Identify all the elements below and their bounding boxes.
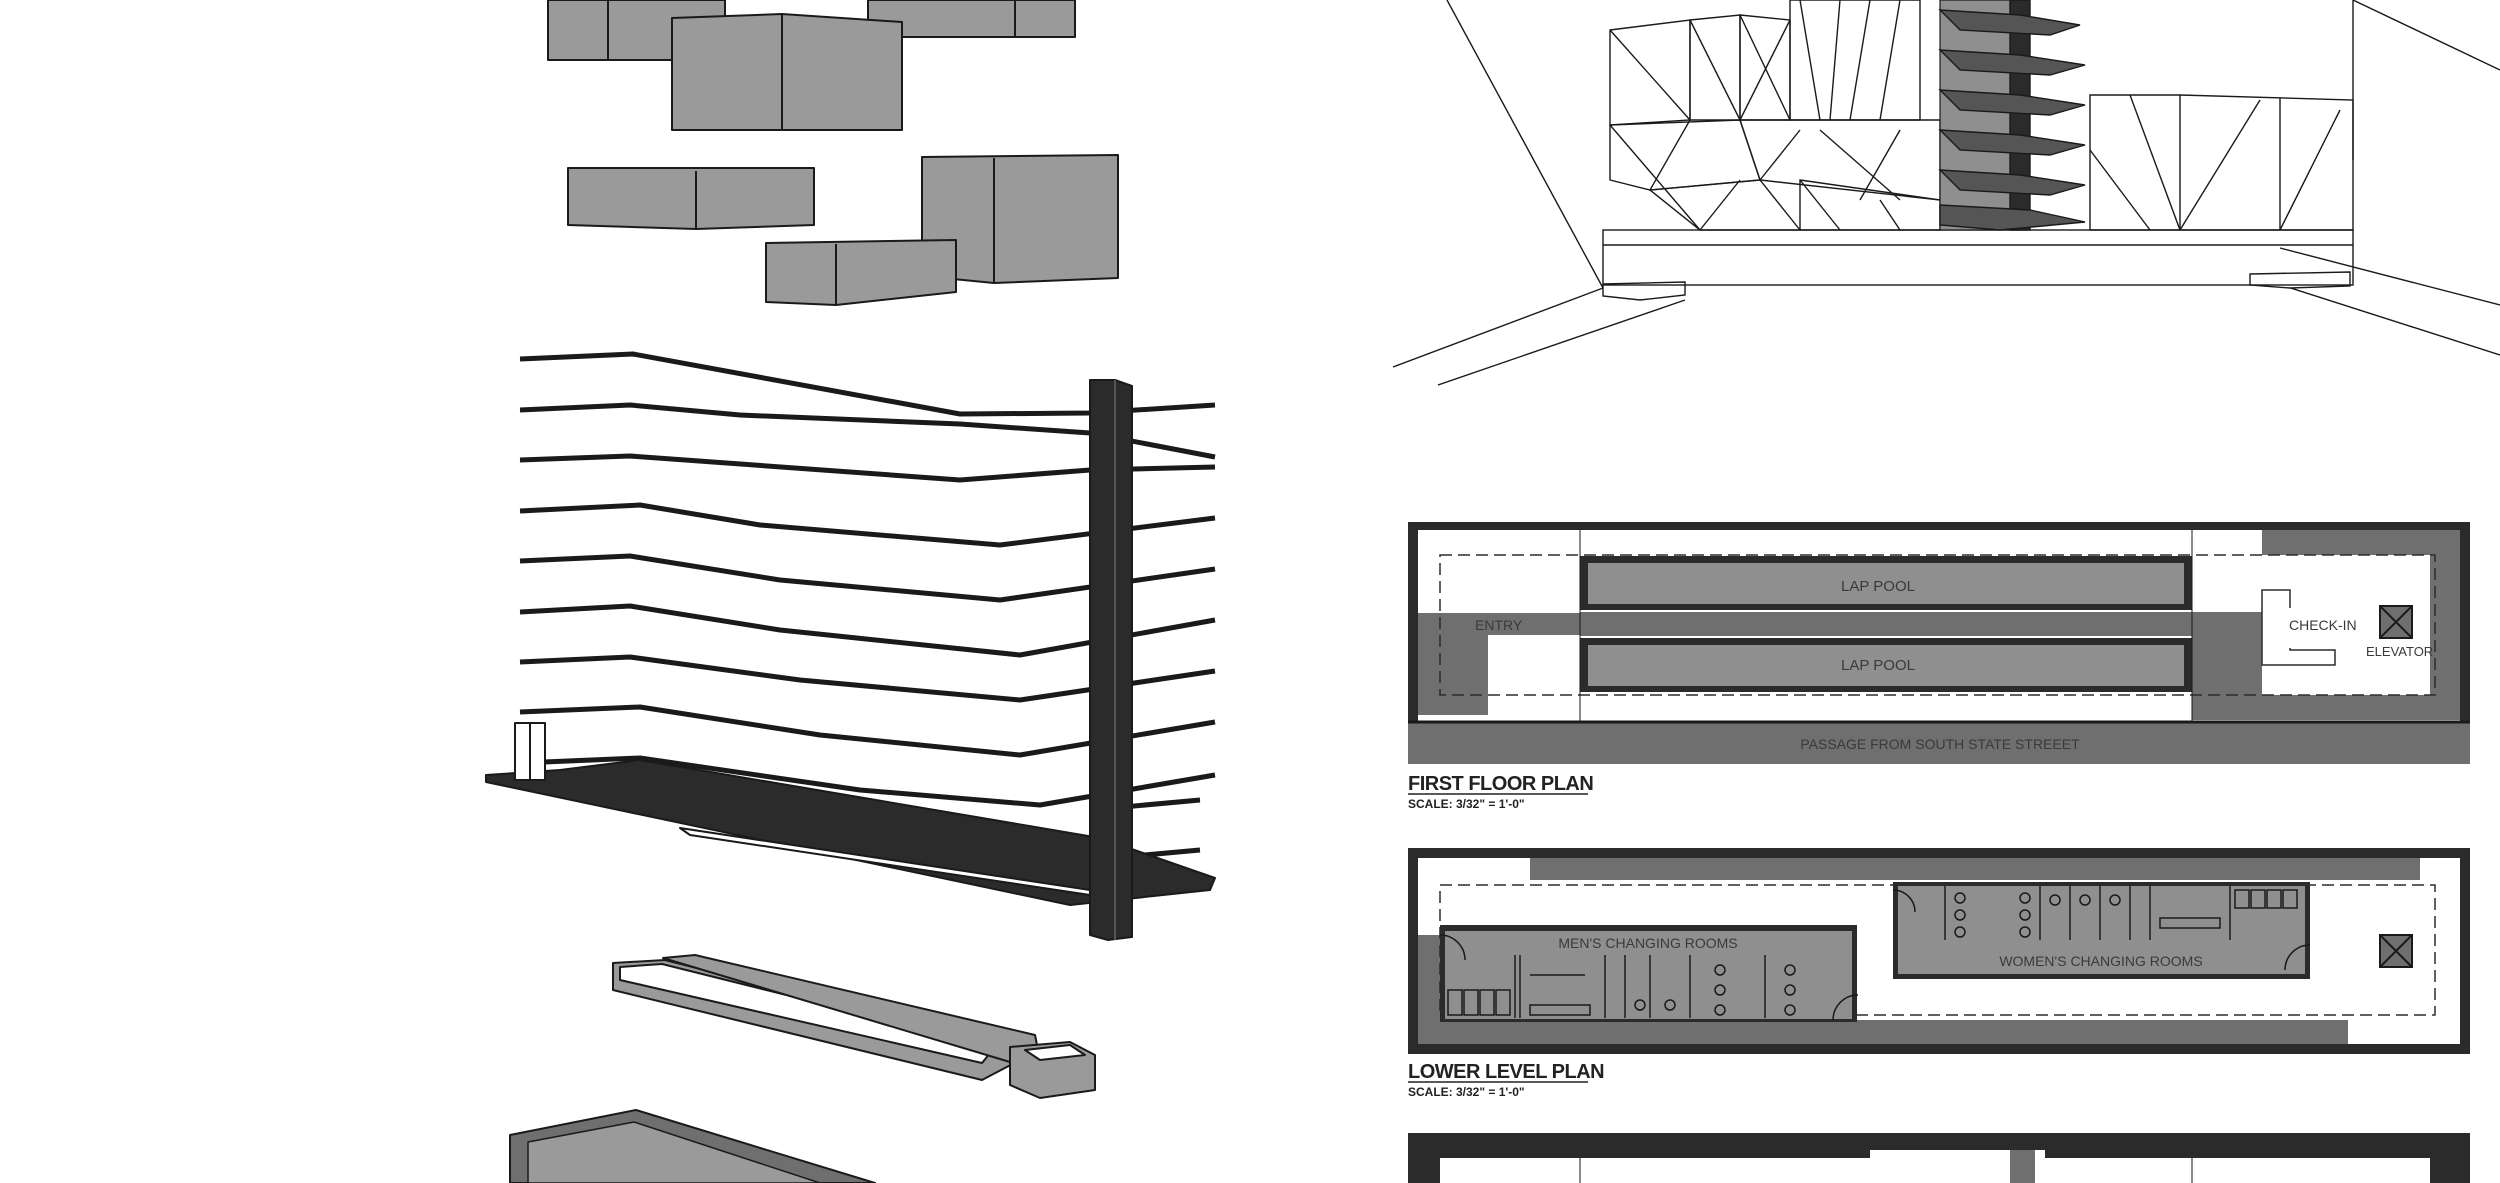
entry-label: ENTRY	[1475, 617, 1523, 633]
elevator-label: ELEVATOR	[2366, 644, 2433, 659]
check-in-label: CHECK-IN	[2289, 617, 2357, 633]
floating-volumes-middle	[567, 154, 1119, 306]
womens-changing-label: WOMEN'S CHANGING ROOMS	[1999, 953, 2202, 969]
perspective-view	[1392, 0, 2500, 386]
ribbon-floors	[519, 351, 1216, 863]
exploded-axonometric	[485, 0, 1216, 1183]
passage-label: PASSAGE FROM SOUTH STATE STREEET	[1800, 736, 2080, 752]
first-floor-plan-title: FIRST FLOOR PLAN	[1408, 773, 1593, 795]
womens-fixtures	[1892, 886, 2311, 971]
lower-level-plan: MEN'S CHANGING ROOMS WOMEN'S CHANGING RO…	[1408, 848, 2470, 1099]
floating-volumes-top	[547, 0, 1076, 131]
ground-plate	[485, 722, 1216, 906]
lower-level-plan-title: LOWER LEVEL PLAN	[1408, 1061, 1604, 1083]
first-floor-plan: LAP POOL LAP POOL ENTRY CHECK-IN ELEVATO…	[1408, 522, 2470, 811]
elevator-icon	[2379, 605, 2413, 639]
lower-level-plan-scale: SCALE: 3/32" = 1'-0"	[1408, 1085, 1525, 1099]
lap-pool-label-2: LAP POOL	[1841, 657, 1915, 674]
bottom-tank	[509, 1109, 876, 1183]
perspective-tower	[1938, 0, 2086, 231]
mens-changing-label: MEN'S CHANGING ROOMS	[1558, 935, 1737, 951]
lap-pool-label-1: LAP POOL	[1841, 578, 1915, 595]
pool-basins	[612, 954, 1096, 1099]
first-floor-plan-scale: SCALE: 3/32" = 1'-0"	[1408, 797, 1525, 811]
core-column	[1089, 379, 1133, 941]
cropped-plan-bottom	[1408, 1133, 2470, 1183]
lower-elevator-icon	[2379, 934, 2413, 968]
mens-fixtures	[1439, 934, 1859, 1021]
